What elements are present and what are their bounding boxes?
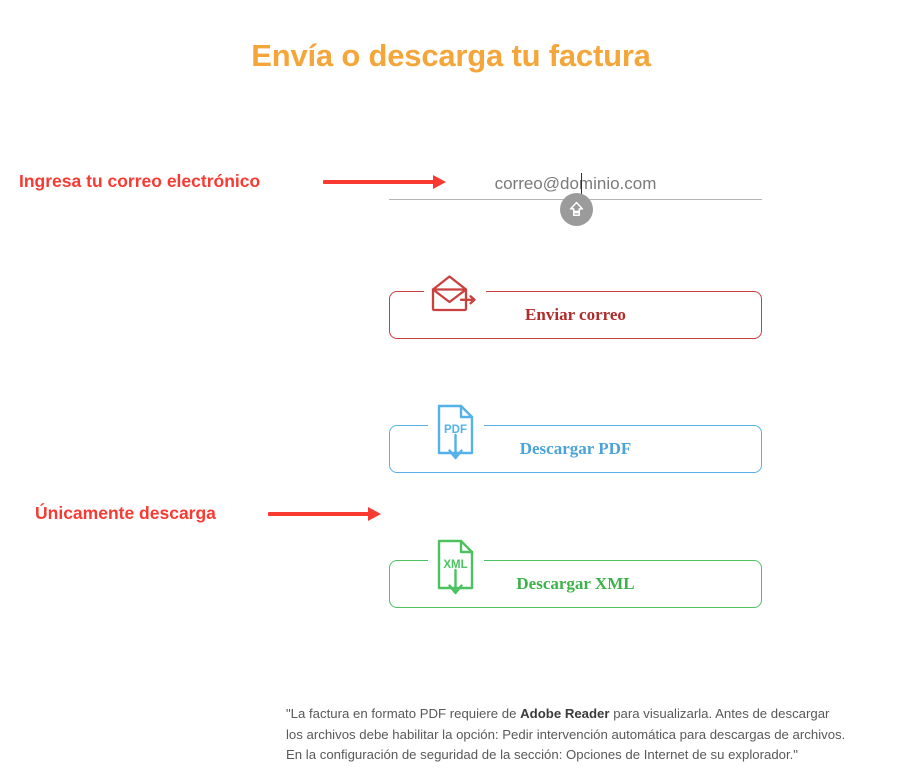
arrow-head — [368, 507, 381, 521]
page-title: Envía o descarga tu factura — [251, 37, 651, 73]
annotation-email-label: Ingresa tu correo electrónico — [19, 171, 261, 191]
footer-adobe-reader: Adobe Reader — [520, 706, 610, 722]
send-email-button[interactable]: Enviar correo — [389, 291, 762, 339]
arrow-shaft — [323, 180, 435, 184]
download-pdf-button[interactable]: Descargar PDF — [389, 425, 762, 473]
footer-text-part2: para visualizarla. Antes de descargar lo… — [286, 706, 846, 763]
footer-text-part1: "La factura en formato PDF requiere de — [286, 706, 521, 722]
annotation-download-label: Únicamente descarga — [35, 503, 216, 523]
annotation-download-arrow-icon — [268, 504, 383, 524]
caps-lock-up-arrow-icon — [560, 193, 593, 226]
arrow-shaft — [268, 512, 370, 516]
download-xml-button[interactable]: Descargar XML — [389, 560, 762, 608]
text-caret — [581, 173, 582, 194]
footer-disclaimer: "La factura en formato PDF requiere de A… — [286, 704, 846, 766]
